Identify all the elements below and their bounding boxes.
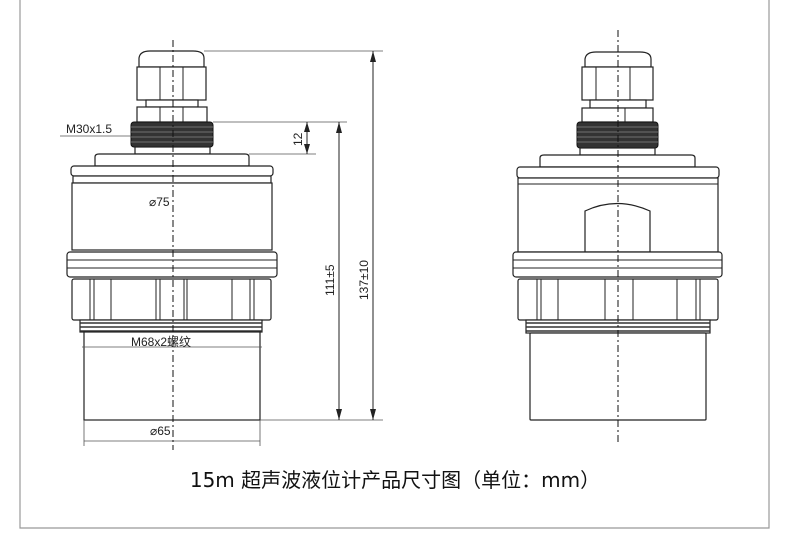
thread-bottom-label: M68x2螺纹 [131,335,191,349]
frame-border [19,0,770,529]
side-view [512,30,723,442]
thread-top-label: M30x1.5 [66,122,112,136]
dim-137-label: 137±10 [357,260,371,300]
dia-75-label: ⌀75 [149,195,170,209]
dia-65-label: ⌀65 [150,424,171,438]
caption: 15m 超声波液位计产品尺寸图（单位：mm） [189,468,601,492]
dim-111-label: 111±5 [323,264,337,296]
front-view [60,40,383,450]
dim-12-label: 12 [291,132,305,146]
